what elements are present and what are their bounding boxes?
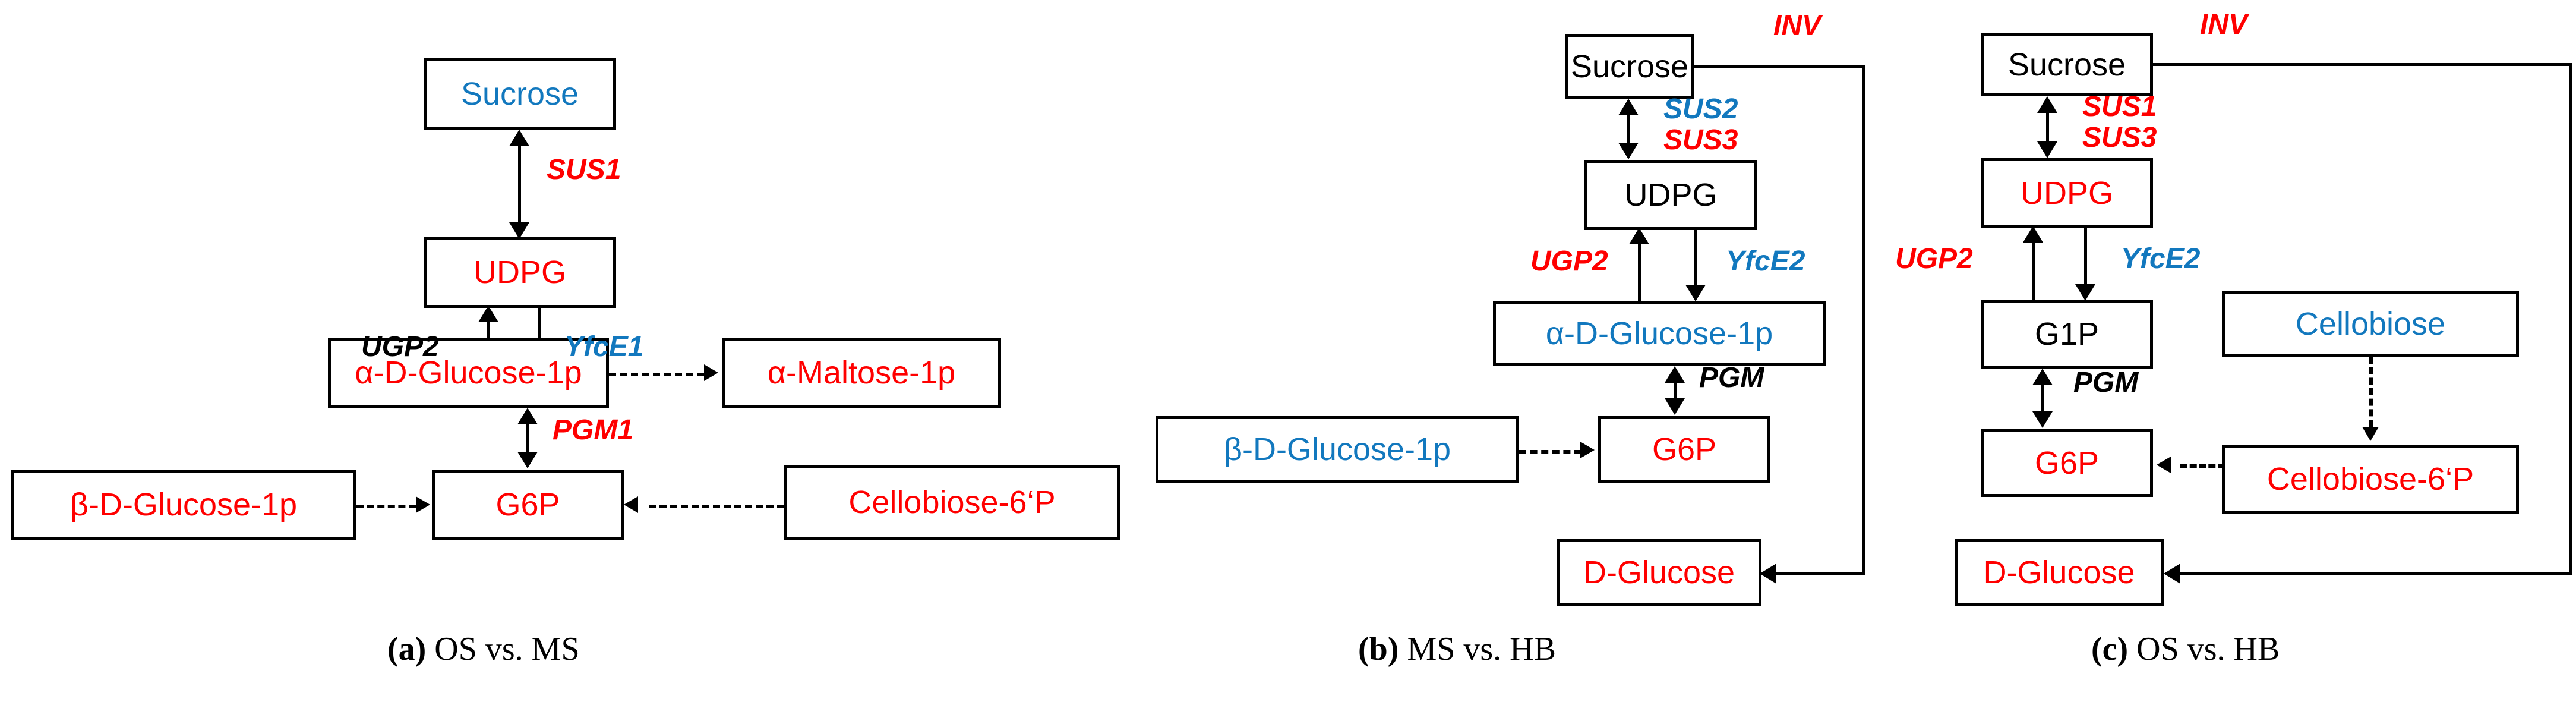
panel-c-edge-inv-down bbox=[2569, 63, 2572, 575]
panel-c-arrowhead-down-g6p bbox=[2032, 411, 2053, 428]
panel-b-edge-inv-top bbox=[1694, 65, 1865, 68]
panel-c-node-cellobiose-6p[interactable]: Cellobiose-6‘P bbox=[2222, 445, 2519, 514]
panel-c-edge-cello-to-g6p bbox=[2180, 464, 2225, 468]
panel-a-edge-cello-to-g6p bbox=[649, 505, 784, 508]
panel-a-enzyme-sus1: SUS1 bbox=[547, 154, 621, 185]
panel-a-enzyme-yfce1: YfcE1 bbox=[564, 331, 644, 363]
panel-a-caption-text: OS vs. MS bbox=[426, 631, 580, 668]
panel-b-caption: (b) MS vs. HB bbox=[1358, 630, 1556, 668]
panel-a-edge-pgm1 bbox=[526, 421, 529, 458]
panel-b-node-d-glucose[interactable]: D-Glucose bbox=[1557, 539, 1761, 606]
panel-a-node-g6p[interactable]: G6P bbox=[432, 470, 624, 540]
panel-b-enzyme-inv: INV bbox=[1773, 10, 1821, 42]
panel-c-enzyme-yfce2: YfcE2 bbox=[2121, 243, 2201, 275]
panel-c-node-cellobiose[interactable]: Cellobiose bbox=[2222, 291, 2519, 357]
panel-c-arrowhead-up-g1p bbox=[2032, 369, 2053, 385]
panel-c-edge-cellobiose-to-6p bbox=[2369, 357, 2373, 427]
panel-c-enzyme-pgm: PGM bbox=[2073, 367, 2139, 398]
panel-c-edge-yfce2 bbox=[2084, 228, 2087, 288]
panel-b-caption-text: MS vs. HB bbox=[1399, 631, 1556, 668]
panel-a-edge-beta-to-g6p bbox=[356, 505, 416, 508]
panel-c-edge-pgm bbox=[2041, 382, 2044, 417]
panel-c-edge-inv-bottom bbox=[2180, 572, 2572, 575]
panel-b-node-beta-d-glucose-1p[interactable]: β-D-Glucose-1p bbox=[1156, 416, 1519, 483]
panel-a-arrowhead-up-sucrose bbox=[509, 130, 529, 146]
panel-b-enzyme-yfce2: YfcE2 bbox=[1726, 246, 1805, 277]
panel-b-enzyme-sus3: SUS3 bbox=[1663, 124, 1738, 156]
panel-b-node-g6p[interactable]: G6P bbox=[1598, 416, 1770, 483]
panel-c-node-d-glucose[interactable]: D-Glucose bbox=[1955, 539, 2164, 606]
panel-b-arrowhead-up-sucrose bbox=[1618, 99, 1639, 115]
panel-c-arrowhead-ugp2 bbox=[2023, 226, 2043, 243]
panel-a-enzyme-pgm1: PGM1 bbox=[553, 414, 634, 446]
panel-a-node-beta-d-glucose-1p[interactable]: β-D-Glucose-1p bbox=[11, 470, 356, 540]
panel-c-arrowhead-d-glucose bbox=[2164, 564, 2180, 584]
panel-a-arrowhead-maltose bbox=[704, 364, 718, 381]
panel-c-arrowhead-cellobiose-6p bbox=[2362, 427, 2379, 441]
panel-b-edge-yfce2 bbox=[1694, 230, 1697, 288]
panel-c-arrowhead-up-sucrose bbox=[2037, 96, 2057, 113]
panel-b-enzyme-ugp2: UGP2 bbox=[1530, 246, 1608, 277]
panel-a-enzyme-ugp2: UGP2 bbox=[361, 331, 439, 363]
panel-a-arrowhead-down-udpg bbox=[509, 222, 529, 239]
panel-b-arrowhead-ugp2 bbox=[1629, 228, 1649, 244]
panel-a-edge-to-maltose bbox=[609, 373, 704, 376]
panel-c-node-sucrose[interactable]: Sucrose bbox=[1981, 33, 2153, 96]
panel-a-caption-tag: (a) bbox=[387, 631, 427, 668]
panel-c-caption: (c) OS vs. HB bbox=[2091, 630, 2280, 668]
panel-c-node-g1p[interactable]: G1P bbox=[1981, 300, 2153, 369]
panel-c-edge-sucrose-udpg bbox=[2046, 109, 2049, 146]
panel-b-enzyme-pgm: PGM bbox=[1699, 362, 1764, 394]
panel-b-node-alpha-d-glucose-1p[interactable]: α-D-Glucose-1p bbox=[1493, 301, 1826, 366]
panel-a-node-udpg[interactable]: UDPG bbox=[424, 237, 616, 308]
panel-b-arrowhead-yfce2 bbox=[1685, 285, 1706, 301]
panel-c-arrowhead-down-udpg bbox=[2037, 141, 2057, 158]
panel-c-arrowhead-yfce2 bbox=[2075, 284, 2095, 301]
panel-b-arrowhead-d-glucose bbox=[1760, 564, 1776, 584]
panel-a-arrowhead-up-g1p bbox=[517, 408, 538, 424]
panel-b-caption-tag: (b) bbox=[1358, 631, 1399, 668]
panel-b-edge-beta-to-g6p bbox=[1519, 450, 1581, 454]
panel-a-edge-sucrose-udpg bbox=[518, 143, 521, 235]
panel-c-enzyme-sus1: SUS1 bbox=[2082, 91, 2157, 122]
panel-b-arrowhead-down-g6p bbox=[1665, 398, 1685, 415]
panel-c-caption-tag: (c) bbox=[2091, 631, 2129, 668]
panel-a-caption: (a) OS vs. MS bbox=[387, 630, 580, 668]
panel-b-enzyme-sus2: SUS2 bbox=[1663, 93, 1738, 125]
panel-a-node-cellobiose-6p[interactable]: Cellobiose-6‘P bbox=[784, 465, 1120, 540]
panel-a-arrowhead-g6p-right bbox=[624, 496, 638, 513]
panel-a-arrowhead-g6p-left bbox=[416, 496, 430, 513]
panel-a-node-alpha-maltose-1p[interactable]: α-Maltose-1p bbox=[722, 338, 1001, 408]
panel-a-node-alpha-d-glucose-1p[interactable]: α-D-Glucose-1p bbox=[328, 338, 609, 408]
panel-c-edge-ugp2 bbox=[2032, 239, 2035, 304]
panel-b-arrowhead-up-g1p bbox=[1665, 366, 1685, 383]
panel-b-edge-sucrose-udpg bbox=[1627, 112, 1630, 147]
panel-c-edge-inv-top bbox=[2153, 63, 2572, 66]
panel-c-arrowhead-g6p bbox=[2157, 457, 2171, 473]
panel-c-enzyme-sus3: SUS3 bbox=[2082, 122, 2157, 153]
panel-a-node-sucrose[interactable]: Sucrose bbox=[424, 58, 616, 130]
panel-c-node-g6p[interactable]: G6P bbox=[1981, 429, 2153, 497]
panel-b-edge-inv-bottom bbox=[1776, 572, 1865, 575]
panel-c-enzyme-ugp2: UGP2 bbox=[1895, 243, 1973, 275]
panel-c-enzyme-inv: INV bbox=[2200, 9, 2248, 40]
panel-a-arrowhead-ugp2 bbox=[478, 306, 498, 322]
panel-b-edge-inv-down bbox=[1862, 65, 1865, 575]
panel-b-node-sucrose[interactable]: Sucrose bbox=[1565, 34, 1694, 99]
panel-b-arrowhead-down-udpg bbox=[1618, 143, 1639, 159]
panel-c-node-udpg[interactable]: UDPG bbox=[1981, 158, 2153, 228]
panel-a-arrowhead-down-g6p bbox=[517, 452, 538, 468]
panel-c-caption-text: OS vs. HB bbox=[2128, 631, 2280, 668]
panel-b-node-udpg[interactable]: UDPG bbox=[1584, 160, 1757, 230]
panel-b-edge-pgm bbox=[1674, 379, 1677, 404]
panel-b-edge-ugp2 bbox=[1638, 241, 1641, 303]
panel-b-arrowhead-g6p bbox=[1580, 442, 1595, 458]
